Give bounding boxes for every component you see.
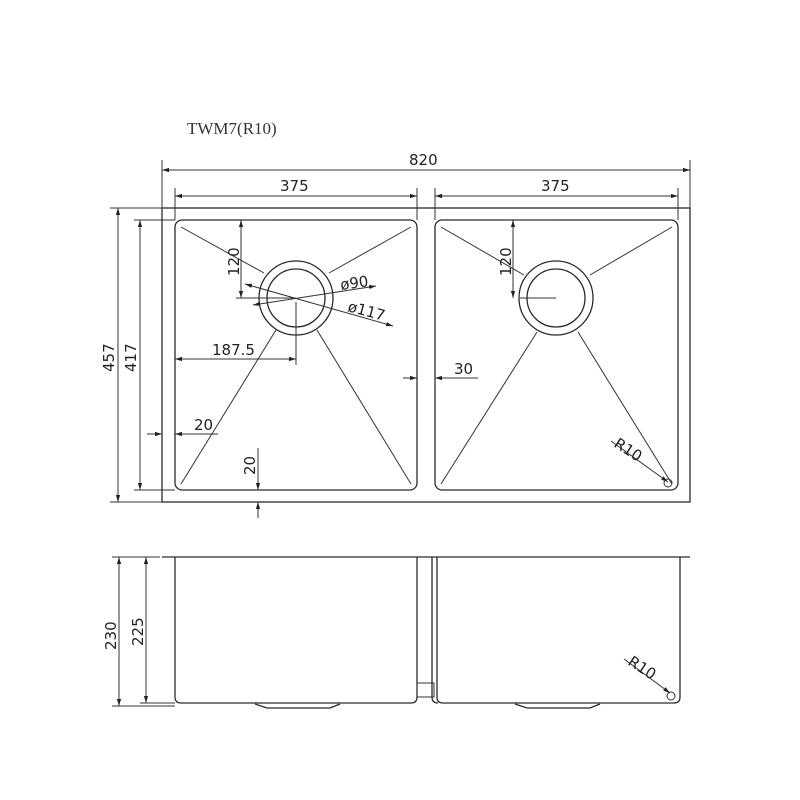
- svg-text:230: 230: [102, 621, 120, 650]
- svg-text:120: 120: [497, 247, 515, 276]
- dim-corner-radius-top: R10: [610, 434, 673, 488]
- right-bowl: [434, 219, 679, 491]
- dim-side-rim: 20: [147, 416, 218, 437]
- svg-text:ø90: ø90: [339, 272, 369, 294]
- dim-corner-radius-side: R10: [623, 652, 676, 701]
- right-drain-outer: [518, 260, 594, 336]
- svg-text:375: 375: [280, 177, 309, 195]
- svg-text:R10: R10: [625, 652, 660, 683]
- dim-overall-height: 230: [102, 556, 175, 707]
- side-view: 230 225 R10: [102, 556, 690, 709]
- svg-text:ø117: ø117: [346, 297, 387, 324]
- dim-bowl-depth: 417: [122, 219, 175, 491]
- side-right-bowl: [436, 557, 681, 704]
- svg-text:R10: R10: [611, 434, 646, 465]
- svg-text:120: 120: [225, 247, 243, 276]
- svg-text:457: 457: [100, 343, 118, 372]
- left-bowl-slope-lines: [180, 226, 412, 485]
- dim-overall-depth: 457: [100, 207, 162, 503]
- side-divider-block: [416, 682, 435, 698]
- dim-divider-width: 30: [403, 360, 478, 385]
- dim-left-bowl-width: 375: [174, 177, 418, 220]
- dim-bowl-height: 225: [129, 556, 175, 704]
- right-bowl-slope-lines: [440, 226, 673, 485]
- outer-rim: [161, 207, 691, 503]
- svg-text:20: 20: [194, 416, 213, 434]
- svg-text:417: 417: [122, 343, 140, 372]
- side-left-bowl: [174, 557, 418, 704]
- dim-overall-width: 820: [161, 151, 691, 208]
- svg-text:375: 375: [541, 177, 570, 195]
- svg-text:30: 30: [454, 360, 473, 378]
- svg-text:20: 20: [241, 456, 259, 475]
- svg-text:225: 225: [129, 617, 147, 646]
- dim-right-drain-offset: 120: [497, 219, 555, 298]
- dim-right-bowl-width: 375: [434, 177, 679, 220]
- top-view: 820 375 375 457 417: [100, 151, 691, 518]
- svg-text:187.5: 187.5: [212, 341, 255, 359]
- dim-drain-side-offset: 187.5: [175, 302, 297, 365]
- svg-text:820: 820: [409, 151, 438, 169]
- dim-bottom-rim: 20: [241, 448, 261, 518]
- model-title: TWM7(R10): [187, 119, 277, 138]
- left-bowl: [174, 219, 418, 491]
